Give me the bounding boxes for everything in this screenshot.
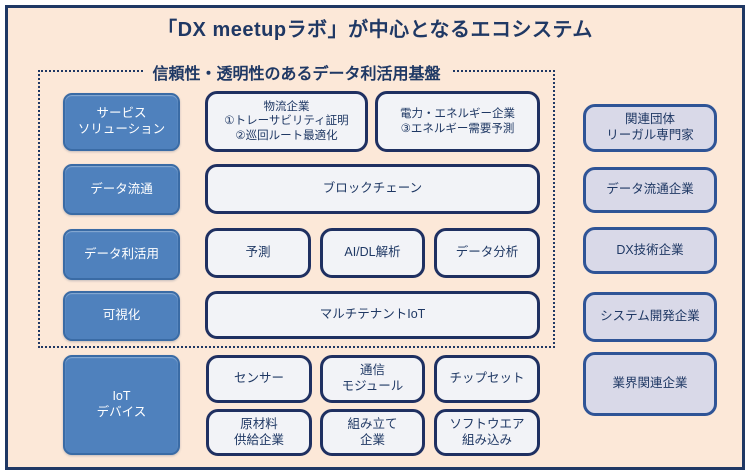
tech-box-multitenant-iot: マルチテナントIoT — [205, 291, 540, 339]
tech-box-energy: 電力・エネルギー企業 ③エネルギー需要予測 — [375, 91, 540, 152]
tech-box-software: ソフトウエア 組み込み — [434, 409, 540, 456]
tech-box-logistics: 物流企業 ①トレーサビリティ証明 ②巡回ルート最適化 — [205, 91, 368, 152]
platform-label: 信頼性・透明性のあるデータ利活用基盤 — [142, 60, 451, 84]
layer-box-data-utilization: データ利活用 — [63, 229, 180, 280]
tech-box-raw-materials: 原材料 供給企業 — [206, 409, 312, 456]
partner-box-data-distribution: データ流通企業 — [583, 167, 717, 213]
layer-box-visualization: 可視化 — [63, 291, 180, 341]
tech-box-comm-module: 通信 モジュール — [320, 355, 425, 403]
tech-box-ai-dl: AI/DL解析 — [320, 228, 425, 278]
tech-box-data-analysis: データ分析 — [434, 228, 540, 278]
tech-box-sensor: センサー — [206, 355, 312, 403]
partner-box-legal: 関連団体 リーガル専門家 — [583, 104, 717, 152]
layer-box-data-distribution: データ流通 — [63, 164, 180, 215]
platform-boundary: 信頼性・透明性のあるデータ利活用基盤 — [38, 60, 555, 348]
diagram-title: 「DX meetupラボ」が中心となるエコシステム — [157, 19, 593, 41]
partner-box-system-dev: システム開発企業 — [583, 292, 717, 342]
tech-box-chipset: チップセット — [434, 355, 540, 403]
layer-box-service-solution: サービス ソリューション — [63, 93, 180, 151]
partner-box-industry: 業界関連企業 — [583, 352, 717, 416]
layer-box-iot-devices: IoT デバイス — [63, 355, 180, 455]
tech-box-prediction: 予測 — [205, 228, 311, 278]
partner-box-dx-tech: DX技術企業 — [583, 227, 717, 274]
tech-box-assembly: 組み立て 企業 — [320, 409, 425, 456]
tech-box-blockchain: ブロックチェーン — [205, 164, 540, 214]
